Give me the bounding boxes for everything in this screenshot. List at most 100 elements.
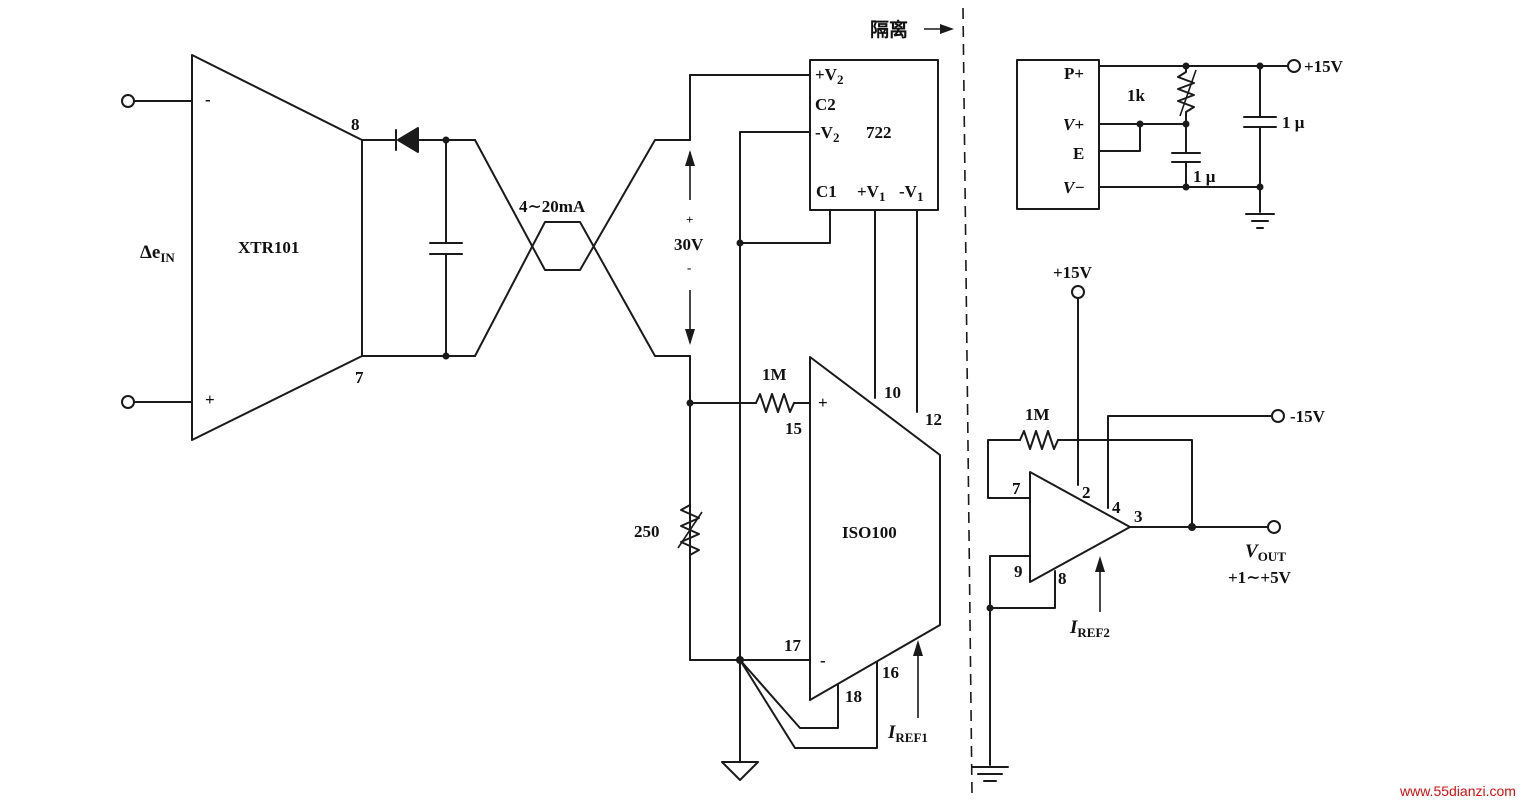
voltage-arrowhead-up: [685, 150, 695, 166]
cap-big-label: 1 μ: [1282, 113, 1305, 132]
iref2-label: IREF2: [1069, 617, 1110, 640]
junction-dot: [442, 136, 450, 144]
plus15v-label: +15V: [1304, 57, 1344, 76]
minus-v2-wire: [739, 131, 811, 661]
opamp-ground-symbol: [971, 766, 1009, 782]
junction-dot: [442, 352, 450, 360]
pin8-wire: [989, 570, 1056, 609]
pin9-wire: [989, 555, 1031, 609]
xtr101-block: XTR101 - + 8 7 ΔeIN: [121, 54, 476, 441]
iso-pin-16: 16: [882, 663, 899, 682]
pin-plus-v2: +V2: [815, 65, 843, 87]
isolation-label: 隔离: [870, 18, 908, 41]
pin-c1: C1: [816, 182, 837, 201]
supply-pin-vminus: V−: [1063, 178, 1085, 197]
resistor-1k: [1177, 65, 1195, 125]
iref1-label: IREF1: [887, 722, 928, 745]
vee-terminal: [1271, 409, 1285, 423]
junction-dot: [1256, 62, 1264, 70]
iref1-arrowhead: [913, 640, 923, 656]
iso100-block: ISO100 + - 1M 15 10 12 250 17 18 16 IREF…: [634, 356, 942, 781]
xtr101-minus-sign: -: [205, 90, 211, 109]
supply-body: [1016, 59, 1100, 210]
watermark: www.55dianzi.com: [1399, 783, 1516, 799]
feedback-left-wire: [987, 439, 1031, 499]
pin-minus-v1: -V1: [899, 182, 923, 204]
iso-pin-15: 15: [785, 419, 802, 438]
c1-wire: [739, 209, 831, 244]
pin-minus-v2: -V2: [815, 123, 839, 145]
vout-label: VOUT: [1245, 541, 1286, 564]
output-amplifier: +15V -15V 1M 7 2 4 3 9 8 IREF2 VOUT +1∼+…: [971, 263, 1326, 782]
vcc-label: +15V: [1053, 263, 1093, 282]
pin-plus-v1: +V1: [857, 182, 885, 204]
xtr101-label: XTR101: [238, 238, 299, 257]
junction-dot: [1182, 62, 1190, 70]
supply-pin-vplus: V+: [1063, 115, 1084, 134]
isolation-arrowhead: [940, 24, 954, 34]
converter-label: 722: [866, 123, 892, 142]
loop-current-label: 4∼20mA: [519, 197, 586, 216]
voltage-minus: -: [687, 260, 691, 275]
iso-pin-12: 12: [925, 410, 942, 429]
input-minus-terminal: [121, 94, 135, 108]
e-wire: [1098, 123, 1141, 152]
iso-pin-17: 17: [784, 636, 802, 655]
isolation-line: [962, 7, 973, 796]
voltage-label: 30V: [674, 235, 704, 254]
xtr101-pin-8: 8: [351, 115, 360, 134]
resistor-1k-adjust-arrow: [1179, 69, 1197, 117]
isolation-barrier: 隔离: [870, 7, 973, 796]
diode-symbol: [395, 127, 419, 153]
vee-wire: [1107, 415, 1273, 509]
vout-terminal: [1267, 520, 1281, 534]
junction-dot: [1256, 183, 1264, 191]
opamp-pin-9: 9: [1014, 562, 1023, 581]
vout-range-label: +1∼+5V: [1228, 568, 1292, 587]
current-loop: 4∼20mA + 30V -: [474, 74, 811, 661]
resistor-1k-label: 1k: [1127, 86, 1146, 105]
resistor-1m-feedback-label: 1M: [1025, 405, 1050, 424]
supply-block: P+ V+ E V− 1k 1 μ 1 μ +15V: [1016, 57, 1344, 229]
opamp-pin-8: 8: [1058, 569, 1067, 588]
supply-pin-e: E: [1073, 144, 1084, 163]
pin16-wire: [739, 659, 878, 749]
iso100-body: [809, 356, 941, 701]
junction-dot: [736, 239, 744, 247]
pin18-wire: [739, 659, 839, 729]
iso100-minus-sign: -: [820, 651, 826, 670]
loop-wire-a: [474, 139, 691, 271]
voltage-arrowhead-down: [685, 329, 695, 345]
opamp-pin-7: 7: [1012, 479, 1021, 498]
resistor-250-adjust-arrow: [677, 511, 703, 549]
resistor-1m-feedback: [1019, 430, 1059, 450]
opamp-pin-3: 3: [1134, 507, 1143, 526]
input-label: ΔeIN: [140, 242, 175, 265]
converter-722: +V2 C2 -V2 722 C1 +V1 -V1: [736, 59, 939, 661]
junction-dot: [1136, 120, 1144, 128]
vcc-terminal: [1071, 285, 1085, 299]
iso-pin-10: 10: [884, 383, 901, 402]
opamp-pin-4: 4: [1112, 498, 1121, 517]
cap-small-label: 1 μ: [1193, 167, 1216, 186]
iso100-label: ISO100: [842, 523, 897, 542]
input-plus-terminal: [121, 395, 135, 409]
pin-c2: C2: [815, 95, 836, 114]
voltage-plus: +: [686, 212, 693, 227]
junction-dot: [1188, 523, 1196, 531]
xtr101-plus-sign: +: [205, 390, 215, 409]
supply-pin-pplus: P+: [1064, 64, 1084, 83]
ground-symbol: [721, 761, 759, 781]
resistor-1m-label: 1M: [762, 365, 787, 384]
resistor-250-label: 250: [634, 522, 660, 541]
iso-pin-18: 18: [845, 687, 862, 706]
resistor-1m-input: [755, 393, 795, 413]
loop-wire-b: [474, 221, 691, 357]
feedback-right-wire: [1057, 439, 1193, 528]
opamp-body: [1029, 471, 1131, 583]
xtr101-pin-7: 7: [355, 368, 364, 387]
junction-dot: [686, 399, 694, 407]
vee-label: -15V: [1290, 407, 1326, 426]
plus15v-terminal: [1287, 59, 1301, 73]
